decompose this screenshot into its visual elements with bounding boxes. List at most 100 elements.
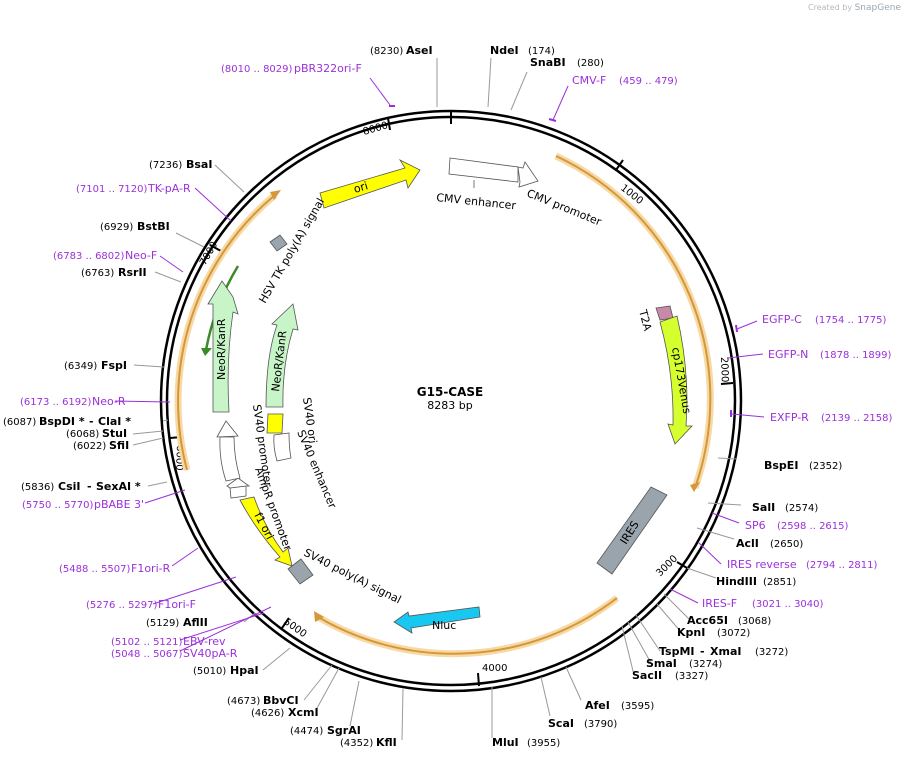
feature-sv40-promoter[interactable] (219, 436, 241, 482)
primer-name-ires-reverse[interactable]: IRES reverse (727, 558, 797, 571)
feature-label-cmv-enhancer: CMV enhancer (436, 191, 517, 212)
site-name-aflii[interactable]: AflII (183, 616, 208, 629)
primer-range-f1ori-r: (5488 .. 5507) (59, 564, 131, 575)
feature-sv40-polya[interactable] (287, 558, 314, 585)
site-name-xcmi[interactable]: XcmI (288, 706, 319, 719)
site-name-bsai[interactable]: BsaI (186, 158, 212, 171)
feature-label-sv40-polya: SV40 poly(A) signal (302, 546, 404, 606)
site-pos-sacii: (3327) (675, 671, 708, 682)
site-pos-bstbi: (6929) (100, 222, 133, 233)
site-name-acli[interactable]: AclI (736, 537, 759, 550)
primer-name-f1ori-f[interactable]: F1ori-F (158, 598, 196, 611)
site-name-ndei[interactable]: NdeI (490, 44, 519, 57)
feature-label-t2a: T2A (636, 307, 654, 332)
credit-prefix: Created by (808, 3, 853, 12)
primer-name-ebv-rev[interactable]: EBV-rev (183, 635, 226, 648)
feature-f1-ori[interactable] (239, 496, 293, 567)
orf-arrowhead-neo (201, 348, 212, 356)
site-name-sgrai[interactable]: SgrAI (327, 724, 361, 737)
primer-name-neo-f[interactable]: Neo-F (125, 249, 157, 262)
feature-sv40-enhancer[interactable] (273, 432, 292, 462)
site-name-stui[interactable]: StuI (102, 427, 127, 440)
site-name-hindiii[interactable]: HindIII (716, 575, 757, 588)
primer-range-pbr322ori-f: (8010 .. 8029) (221, 64, 293, 75)
primer-name-neo-r[interactable]: Neo-R (92, 395, 126, 408)
plasmid-title: G15-CASE 8283 bp (417, 385, 483, 412)
tick-label-2000: 2000 (718, 357, 730, 383)
feature-neor-kanr-1[interactable] (207, 280, 239, 413)
feature-ires[interactable] (596, 486, 668, 575)
primer-name-pbabe3[interactable]: pBABE 3' (94, 498, 144, 511)
site-name-bbvci[interactable]: BbvCI (263, 694, 299, 707)
site-name-hpai[interactable]: HpaI (230, 664, 259, 677)
site-name-sexai[interactable]: SexAI * (96, 480, 141, 493)
feature-ori[interactable] (319, 159, 421, 209)
site-pos-hindiii: (2851) (763, 577, 796, 588)
site-name-bspei[interactable]: BspEI (764, 459, 798, 472)
site-name-xmai-dash: - (700, 645, 705, 658)
primer-range-egfp-n: (1878 .. 1899) (820, 350, 892, 361)
site-name-clai[interactable]: ClaI * (98, 415, 131, 428)
primer-name-egfp-c[interactable]: EGFP-C (762, 313, 802, 326)
site-name-rsrii[interactable]: RsrII (118, 266, 147, 279)
site-pos-xcmi: (4626) (251, 708, 284, 719)
site-pos-sgrai: (4474) (290, 726, 323, 737)
primer-name-exfp-r[interactable]: EXFP-R (770, 411, 809, 424)
feature-sv40-ori[interactable] (266, 413, 284, 434)
site-name-asei[interactable]: AseI (406, 44, 433, 57)
site-pos-kfli: (4352) (340, 738, 373, 749)
primer-name-pbr322ori-f[interactable]: pBR322ori-F (294, 62, 362, 75)
feature-cmv-enhancer[interactable] (448, 157, 519, 183)
primer-range-egfp-c: (1754 .. 1775) (815, 315, 887, 326)
site-name-bspdi[interactable]: BspDI * (39, 415, 85, 428)
site-pos-bspdi: (6087) (3, 417, 36, 428)
site-name-scai[interactable]: ScaI (548, 717, 574, 730)
primer-range-tk-pa-r: (7101 .. 7120) (76, 184, 148, 195)
site-name-sali[interactable]: SalI (752, 501, 775, 514)
site-name-snabi[interactable]: SnaBI (530, 56, 566, 69)
site-name-bstbi[interactable]: BstBI (137, 220, 170, 233)
orf-arrowhead-backbone (270, 190, 281, 200)
site-name-fspi[interactable]: FspI (101, 359, 127, 372)
site-name-afei[interactable]: AfeI (585, 699, 610, 712)
primer-labels: (8010 .. 8029) pBR322ori-F CMV-F (459 ..… (20, 62, 893, 660)
plasmid-length: 8283 bp (427, 399, 472, 412)
site-name-kfli[interactable]: KflI (376, 736, 397, 749)
feature-label-nluc: Nluc (432, 619, 456, 632)
site-pos-bsai: (7236) (149, 160, 182, 171)
site-pos-acc65i: (3068) (738, 616, 771, 627)
site-name-kpni[interactable]: KpnI (677, 626, 705, 639)
primer-name-sv40pa-r[interactable]: SV40pA-R (183, 647, 238, 660)
site-pos-bspei: (2352) (809, 461, 842, 472)
site-name-mlui[interactable]: MluI (492, 736, 519, 749)
feature-sv40-promoter-head (216, 420, 239, 438)
site-name-sacii[interactable]: SacII (632, 669, 662, 682)
plasmid-name: G15-CASE (417, 385, 483, 399)
feature-neor-kanr-2[interactable] (265, 303, 299, 408)
primer-name-f1ori-r[interactable]: F1ori-R (131, 562, 171, 575)
feature-cp173venus[interactable] (659, 315, 693, 445)
primer-range-ebv-rev: (5102 .. 5121) (111, 637, 183, 648)
site-pos-afei: (3595) (621, 701, 654, 712)
site-pos-sfii: (6022) (73, 441, 106, 452)
site-name-sfii[interactable]: SfiI (109, 439, 129, 452)
site-pos-csii: (5836) (21, 482, 54, 493)
feature-cmv-promoter[interactable] (517, 161, 539, 188)
site-pos-snabi: (280) (577, 58, 604, 69)
primer-name-sp6[interactable]: SP6 (745, 519, 766, 532)
restriction-site-labels: (8230) AseI NdeI (174) SnaBI (280) BspEI… (3, 44, 842, 749)
feature-label-cmv-promoter: CMV promoter (525, 187, 604, 229)
site-name-csii[interactable]: CsiI (58, 480, 80, 493)
site-pos-scai: (3790) (584, 719, 617, 730)
site-name-xmai[interactable]: XmaI (710, 645, 741, 658)
site-name-smai[interactable]: SmaI (646, 657, 677, 670)
feature-hsv-tk-polya[interactable] (269, 234, 288, 252)
primer-name-egfp-n[interactable]: EGFP-N (768, 348, 808, 361)
site-name-tspmi[interactable]: TspMI (659, 645, 695, 658)
site-name-acc65i[interactable]: Acc65I (687, 614, 728, 627)
feature-nluc[interactable] (393, 606, 481, 634)
primer-name-cmv-f[interactable]: CMV-F (572, 74, 606, 87)
primer-name-tk-pa-r[interactable]: TK-pA-R (147, 182, 191, 195)
primer-name-ires-f[interactable]: IRES-F (702, 597, 737, 610)
primer-range-pbabe3: (5750 .. 5770) (22, 500, 94, 511)
